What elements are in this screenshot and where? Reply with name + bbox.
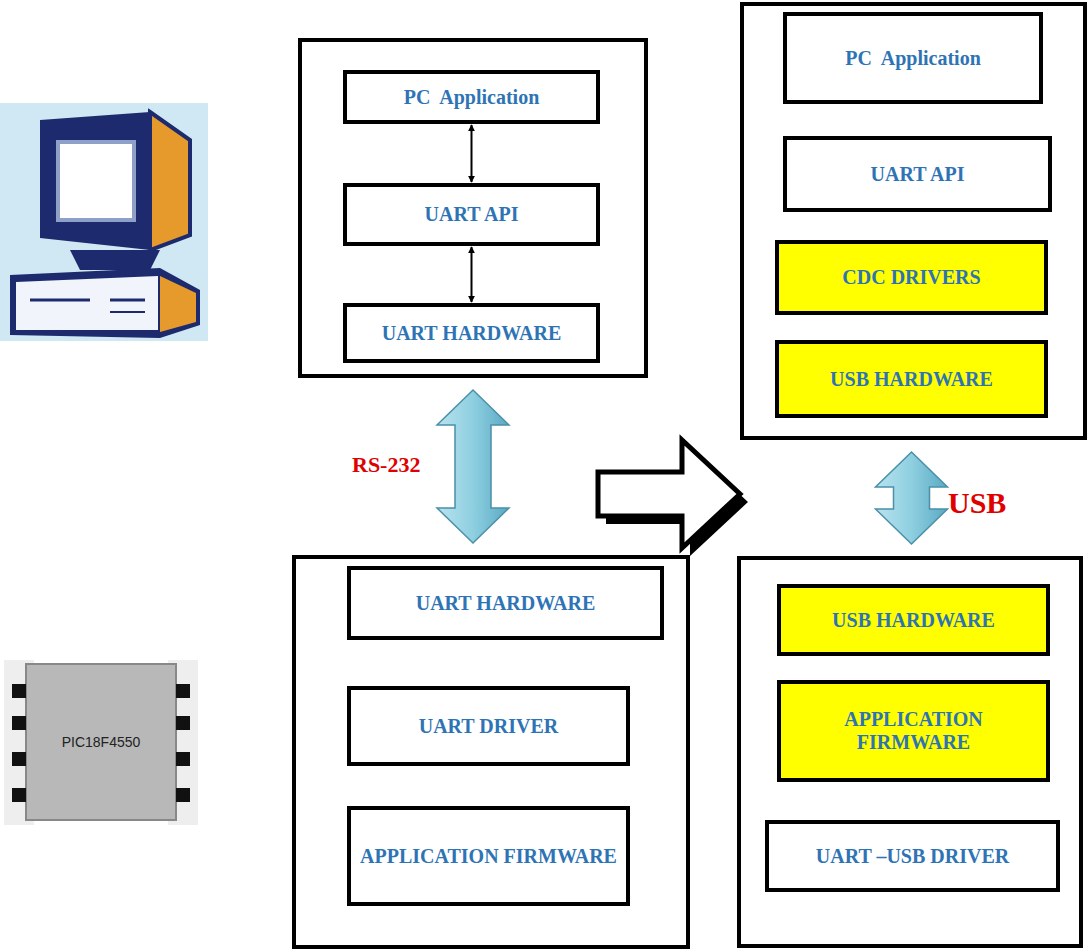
layer-box: PC Application xyxy=(783,12,1043,104)
layer-box: CDC DRIVERS xyxy=(775,240,1048,315)
layer-box: UART –USB DRIVER xyxy=(765,820,1060,892)
layer-label: UART API xyxy=(425,203,519,226)
group-box: PC ApplicationUART API CDC DRIVERS USB HAR… xyxy=(740,2,1087,440)
layer-label: APPLICATION FIRMWARE xyxy=(360,845,617,868)
transition-arrow xyxy=(598,440,748,556)
layer-label: UART –USB DRIVER xyxy=(816,845,1009,868)
layer-label: PC Application xyxy=(404,86,540,109)
layer-label: APPLICATION FIRMWARE xyxy=(789,708,1038,754)
layer-label: USB HARDWARE xyxy=(832,609,995,632)
group-box: USB HARDWARE APPLICATION FIRMWARE UART –US… xyxy=(737,556,1083,948)
layer-label: USB HARDWARE xyxy=(830,368,993,391)
layer-box: UART HARDWARE xyxy=(343,303,600,363)
computer-icon xyxy=(0,103,208,341)
link-arrow xyxy=(471,247,473,302)
layer-label: UART HARDWARE xyxy=(416,592,596,615)
layer-box: UART API xyxy=(783,136,1052,212)
group-box: PC ApplicationUART API UART HARDWARE xyxy=(298,38,648,378)
layer-box: PC Application xyxy=(343,70,600,124)
layer-box: APPLICATION FIRMWARE xyxy=(777,680,1050,782)
layer-box: USB HARDWARE xyxy=(775,340,1048,418)
layer-box: APPLICATION FIRMWARE xyxy=(347,806,630,906)
layer-box: USB HARDWARE xyxy=(777,584,1050,656)
layer-label: UART API xyxy=(871,163,965,186)
layer-box: UART HARDWARE xyxy=(347,566,664,640)
link-arrow xyxy=(471,125,473,182)
bus-label: USB xyxy=(948,486,1006,520)
bus-label: RS-232 xyxy=(352,452,420,478)
bus-arrow xyxy=(876,452,948,544)
layer-label: CDC DRIVERS xyxy=(842,266,980,289)
layer-label: UART HARDWARE xyxy=(382,322,562,345)
layer-box: UART API xyxy=(343,183,600,246)
chip-label: PIC18F4550 xyxy=(62,734,141,750)
group-box: UART HARDWARE UART DRIVER APPLICATION FIRM… xyxy=(292,555,690,949)
layer-label: PC Application xyxy=(845,47,981,70)
bus-arrow xyxy=(437,390,509,543)
layer-box: UART DRIVER xyxy=(347,686,630,766)
chip-symbol xyxy=(4,660,198,825)
layer-label: UART DRIVER xyxy=(419,715,559,738)
